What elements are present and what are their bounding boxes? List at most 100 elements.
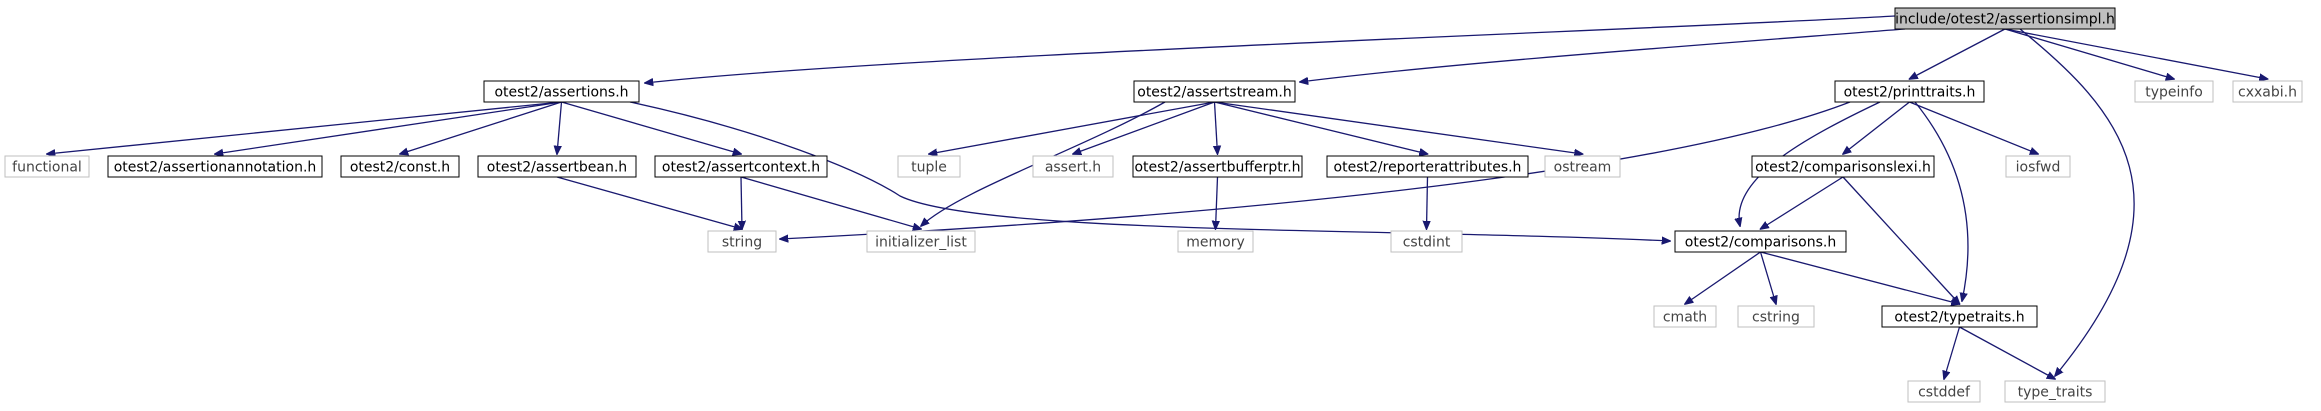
edge-printtraits-to-typetraits	[1914, 101, 1969, 301]
node-box-printtraits	[1834, 80, 1985, 103]
node-box-typetraits	[1881, 305, 2038, 328]
edge-assertstream-to-tuple	[929, 101, 1215, 154]
node-box-string	[707, 230, 777, 253]
node-label-tuple: tuple	[911, 160, 947, 176]
node-box-assertstream	[1133, 80, 1296, 103]
edge-comparisonslexi-to-comparisons	[1761, 176, 1844, 229]
node-label-reporterattributes: otest2/reporterattributes.h	[1334, 160, 1522, 176]
node-label-assert_h: assert.h	[1045, 160, 1101, 176]
edge-root-to-assertions	[645, 15, 1896, 83]
node-label-cstddef: cstddef	[1918, 385, 1971, 401]
node-printtraits[interactable]: otest2/printtraits.h	[1834, 80, 1985, 103]
edge-printtraits-to-comparisonslexi	[1843, 101, 1910, 154]
node-box-ostream	[1544, 155, 1621, 178]
node-string: string	[707, 230, 777, 253]
node-iosfwd: iosfwd	[2005, 155, 2071, 178]
node-tuple: tuple	[897, 155, 961, 178]
node-functional: functional	[4, 155, 90, 178]
node-typeinfo: typeinfo	[2134, 80, 2214, 103]
node-box-cstdint	[1390, 230, 1463, 253]
node-label-typeinfo: typeinfo	[2145, 85, 2203, 101]
node-box-functional	[4, 155, 90, 178]
node-box-type_traits	[2004, 380, 2106, 403]
node-box-assertionannotation	[107, 155, 323, 178]
node-assertbufferptr[interactable]: otest2/assertbufferptr.h	[1132, 155, 1303, 178]
node-box-cxxabi	[2232, 80, 2303, 103]
node-assertcontext[interactable]: otest2/assertcontext.h	[654, 155, 828, 178]
node-box-root	[1894, 7, 2116, 30]
edge-typetraits-to-cstddef	[1944, 326, 1961, 379]
edge-root-to-cxxabi	[2004, 28, 2268, 79]
node-box-typeinfo	[2134, 80, 2214, 103]
node-label-iosfwd: iosfwd	[2016, 160, 2061, 176]
edge-root-to-printtraits	[1910, 28, 2006, 79]
edge-assertstream-to-initializer_list	[921, 101, 1166, 226]
edge-assertions-to-const	[400, 101, 562, 154]
node-label-const: otest2/const.h	[350, 160, 450, 176]
node-box-reporterattributes	[1326, 155, 1529, 178]
node-cstring: cstring	[1737, 305, 1815, 328]
edge-assertions-to-functional	[47, 101, 562, 154]
node-cxxabi: cxxabi.h	[2232, 80, 2303, 103]
edge-comparisonslexi-to-typetraits	[1842, 176, 1960, 304]
edge-comparisons-to-cstring	[1759, 251, 1777, 304]
node-initializer_list: initializer_list	[866, 230, 976, 253]
node-box-assert_h	[1032, 155, 1114, 178]
node-const[interactable]: otest2/const.h	[340, 155, 460, 178]
node-label-cstring: cstring	[1752, 310, 1800, 326]
file-nodes: include/otest2/assertionsimpl.h otest2/as…	[4, 7, 2303, 403]
node-box-iosfwd	[2005, 155, 2071, 178]
node-box-assertbufferptr	[1132, 155, 1303, 178]
edge-assertbufferptr-to-memory	[1216, 176, 1218, 229]
edge-assertions-to-assertcontext	[561, 101, 742, 154]
node-box-cstddef	[1907, 380, 1981, 403]
node-cstdint: cstdint	[1390, 230, 1463, 253]
edge-root-to-typeinfo	[2004, 28, 2174, 79]
node-comparisonslexi[interactable]: otest2/comparisonslexi.h	[1751, 155, 1935, 178]
node-assertionannotation[interactable]: otest2/assertionannotation.h	[107, 155, 323, 178]
edge-root-to-assertstream	[1300, 28, 1906, 82]
edge-assertbean-to-string	[556, 176, 742, 229]
node-cstddef: cstddef	[1907, 380, 1981, 403]
node-label-cstdint: cstdint	[1403, 235, 1451, 251]
node-label-assertbean: otest2/assertbean.h	[487, 160, 627, 176]
node-label-initializer_list: initializer_list	[875, 235, 967, 251]
node-label-comparisons: otest2/comparisons.h	[1685, 235, 1836, 251]
node-box-tuple	[897, 155, 961, 178]
edge-assertcontext-to-string	[741, 176, 742, 229]
node-box-const	[340, 155, 460, 178]
node-label-root: include/otest2/assertionsimpl.h	[1895, 12, 2115, 28]
edge-reporterattributes-to-cstdint	[1427, 176, 1428, 229]
edge-assertcontext-to-initializer_list	[740, 176, 921, 229]
node-reporterattributes[interactable]: otest2/reporterattributes.h	[1326, 155, 1529, 178]
node-box-assertions	[483, 80, 640, 103]
node-box-assertcontext	[654, 155, 828, 178]
edge-comparisons-to-typetraits	[1760, 251, 1960, 304]
node-label-printtraits: otest2/printtraits.h	[1844, 85, 1976, 101]
node-assertions[interactable]: otest2/assertions.h	[483, 80, 640, 103]
node-label-string: string	[722, 235, 762, 251]
node-typetraits[interactable]: otest2/typetraits.h	[1881, 305, 2038, 328]
node-label-functional: functional	[12, 160, 82, 176]
node-memory: memory	[1177, 230, 1254, 253]
node-box-cstring	[1737, 305, 1815, 328]
edge-assertstream-to-assertbufferptr	[1215, 101, 1218, 154]
node-label-ostream: ostream	[1554, 160, 1612, 176]
node-label-assertionannotation: otest2/assertionannotation.h	[114, 160, 317, 176]
node-cmath: cmath	[1653, 305, 1717, 328]
node-label-type_traits: type_traits	[2018, 385, 2093, 401]
node-assert_h: assert.h	[1032, 155, 1114, 178]
node-box-comparisonslexi	[1751, 155, 1935, 178]
node-assertstream[interactable]: otest2/assertstream.h	[1133, 80, 1296, 103]
node-label-assertions: otest2/assertions.h	[494, 85, 628, 101]
node-assertbean[interactable]: otest2/assertbean.h	[477, 155, 637, 178]
node-root[interactable]: include/otest2/assertionsimpl.h	[1894, 7, 2116, 30]
node-label-assertbufferptr: otest2/assertbufferptr.h	[1134, 160, 1300, 176]
node-box-assertbean	[477, 155, 637, 178]
node-type_traits: type_traits	[2004, 380, 2106, 403]
node-ostream: ostream	[1544, 155, 1621, 178]
node-comparisons[interactable]: otest2/comparisons.h	[1674, 230, 1847, 253]
edge-comparisons-to-cmath	[1685, 251, 1761, 304]
edge-printtraits-to-string	[780, 101, 1851, 239]
